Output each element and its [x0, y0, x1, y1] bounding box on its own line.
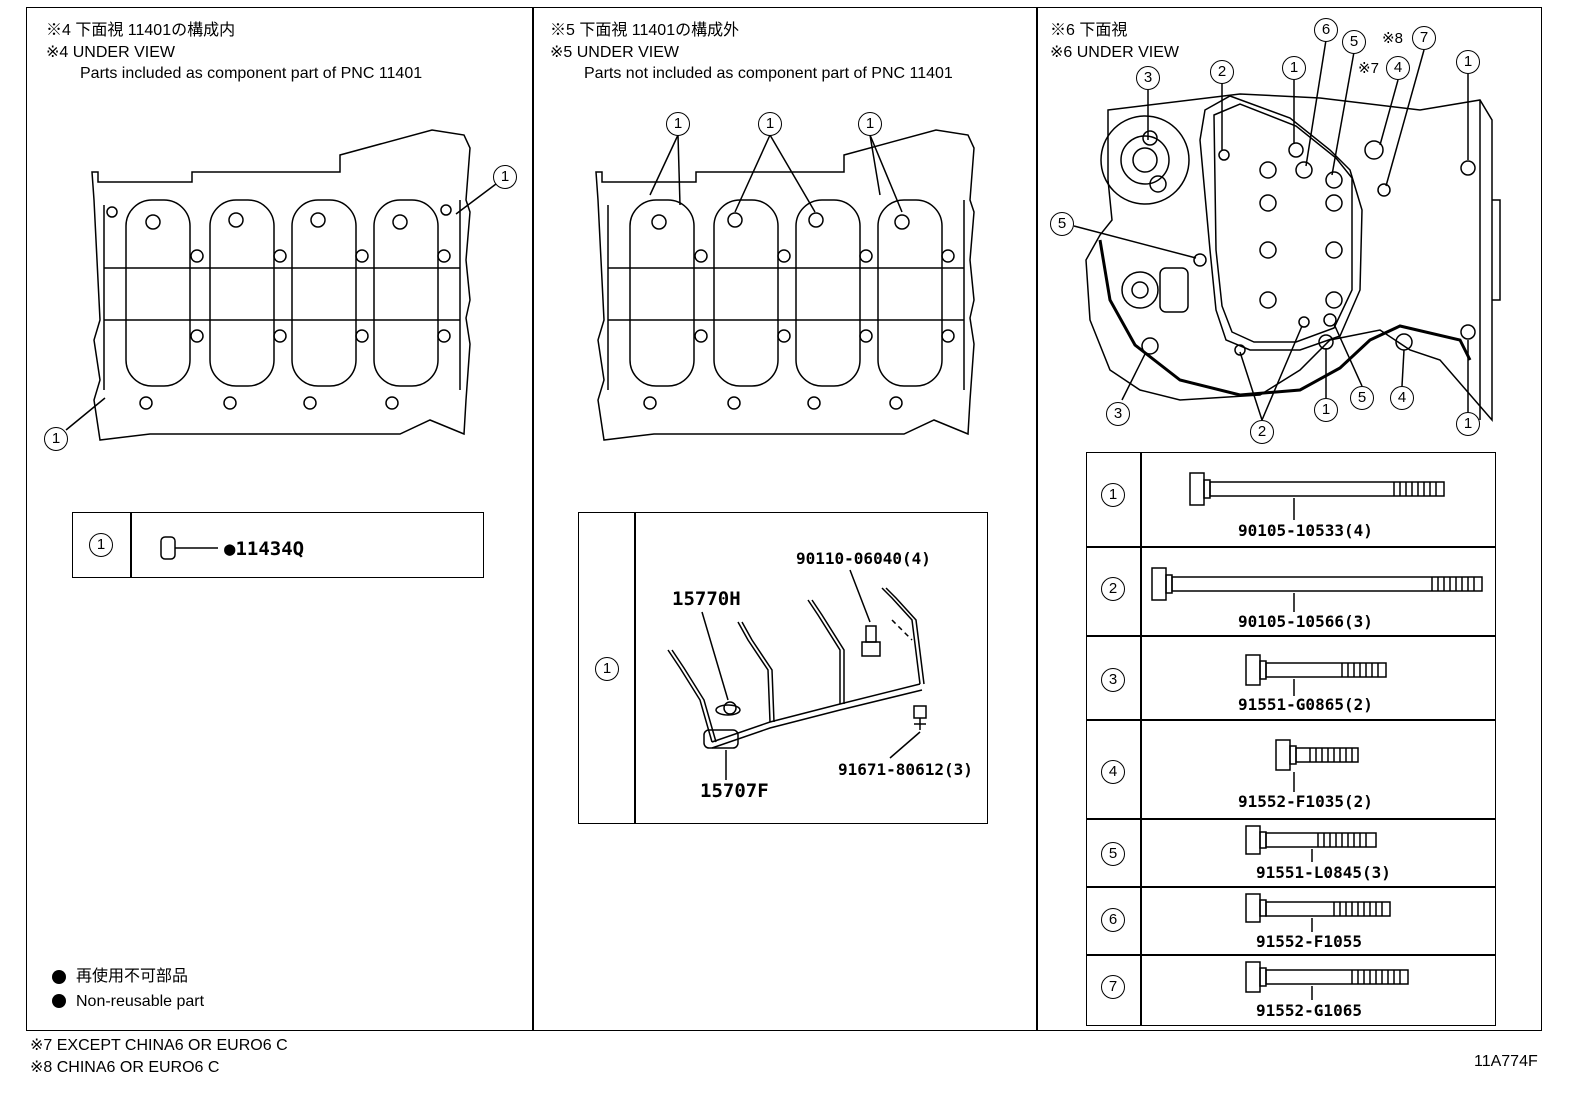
callout-1-bottom-p4: 1 [44, 427, 68, 451]
footnote-8: ※8 CHINA6 OR EURO6 C [30, 1059, 220, 1076]
p5-parts-table [578, 512, 988, 824]
footnote-7: ※7 EXCEPT CHINA6 OR EURO6 C [30, 1037, 288, 1054]
callout-1-top-p4: 1 [493, 165, 517, 189]
callout-5-left: 5 [1050, 212, 1074, 236]
panel5-title-jp: ※5 下面視 11401の構成外 [550, 22, 740, 39]
p6-part-1: 90105-10533(4) [1238, 521, 1373, 540]
p6-row-sep-3 [1086, 719, 1496, 721]
column-divider-1 [532, 7, 534, 1031]
part-15770H: 15770H [672, 588, 741, 610]
panel4-title-jp: ※4 下面視 11401の構成内 [46, 22, 236, 39]
callout-1-a-p5: 1 [666, 112, 690, 136]
callout-3-bottom: 3 [1106, 402, 1130, 426]
panel4-title-en: ※4 UNDER VIEW [46, 44, 175, 61]
callout-1-c-p5: 1 [858, 112, 882, 136]
diagram-frame [26, 7, 1542, 1031]
callout-5-bottom: 5 [1350, 386, 1374, 410]
p6-row-6-ref: 6 [1101, 908, 1125, 932]
p6-row-1-ref: 1 [1101, 483, 1125, 507]
p6-row-4-ref: 4 [1101, 760, 1125, 784]
callout-1-bottom-a: 1 [1314, 398, 1338, 422]
panel5-title-en: ※5 UNDER VIEW [550, 44, 679, 61]
p6-part-5: 91551-L0845(3) [1256, 863, 1391, 882]
p6-row-5-ref: 5 [1101, 842, 1125, 866]
legend-jp: 再使用不可部品 [76, 968, 189, 985]
callout-5-top: 5 [1342, 30, 1366, 54]
p6-row-2-ref: 2 [1101, 577, 1125, 601]
panel6-title-jp: ※6 下面視 [1050, 22, 1128, 39]
p6-row-sep-6 [1086, 954, 1496, 956]
p6-part-7: 91552-G1065 [1256, 1001, 1362, 1020]
callout-3-top: 3 [1136, 66, 1160, 90]
panel6-title-en: ※6 UNDER VIEW [1050, 44, 1179, 61]
diagram-id: 11A774F [1474, 1053, 1538, 1070]
callout-1-bottom-b: 1 [1456, 412, 1480, 436]
callout-7: 7 [1412, 26, 1436, 50]
note-7-marker: ※7 [1358, 60, 1379, 77]
p5-table-divider [634, 512, 636, 824]
p4-table-ref: 1 [89, 533, 113, 557]
legend-en: Non-reusable part [76, 993, 205, 1010]
column-divider-2 [1036, 7, 1038, 1031]
p6-row-3-ref: 3 [1101, 668, 1125, 692]
p6-row-sep-2 [1086, 635, 1496, 637]
p6-part-6: 91552-F1055 [1256, 932, 1362, 951]
p4-part-11434Q: ●11434Q [224, 538, 305, 560]
p6-row-7-ref: 7 [1101, 975, 1125, 999]
callout-1-top-b: 1 [1456, 50, 1480, 74]
callout-2-top: 2 [1210, 60, 1234, 84]
p6-row-sep-5 [1086, 886, 1496, 888]
p6-row-sep-4 [1086, 818, 1496, 820]
part-91671-80612: 91671-80612(3) [838, 760, 973, 779]
p6-part-2: 90105-10566(3) [1238, 612, 1373, 631]
callout-1-b-p5: 1 [758, 112, 782, 136]
panel5-desc: Parts not included as component part of … [584, 65, 953, 82]
p4-parts-table [72, 512, 484, 578]
part-15707F: 15707F [700, 780, 769, 802]
note-8-marker: ※8 [1382, 30, 1403, 47]
callout-6: 6 [1314, 18, 1338, 42]
p4-table-divider [130, 512, 132, 578]
p6-part-3: 91551-G0865(2) [1238, 695, 1373, 714]
p6-part-4: 91552-F1035(2) [1238, 792, 1373, 811]
callout-4-top: 4 [1386, 56, 1410, 80]
callout-2-bottom: 2 [1250, 420, 1274, 444]
part-90110-06040: 90110-06040(4) [796, 549, 931, 568]
callout-1-top-a: 1 [1282, 56, 1306, 80]
p6-row-sep-1 [1086, 546, 1496, 548]
panel4-desc: Parts included as component part of PNC … [80, 65, 423, 82]
p6-bolt-table [1086, 452, 1496, 1026]
callout-4-bottom: 4 [1390, 386, 1414, 410]
p5-table-ref: 1 [595, 657, 619, 681]
p6-table-divider [1140, 452, 1142, 1026]
